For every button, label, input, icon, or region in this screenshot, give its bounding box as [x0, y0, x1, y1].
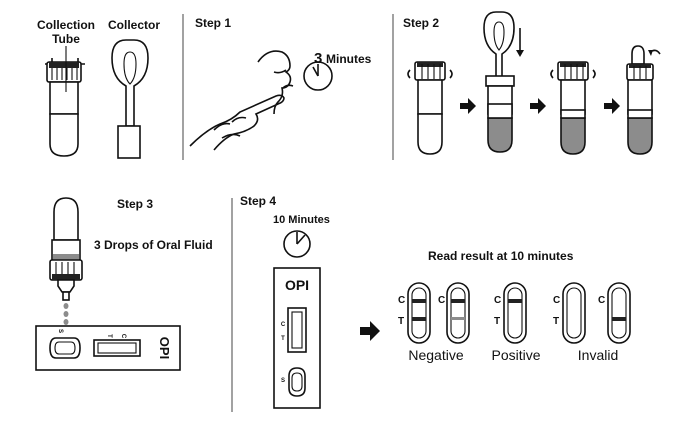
result-c-label-5: C [598, 295, 605, 306]
collector-label: Collector [108, 18, 160, 32]
step4-vertical-cassette [273, 267, 321, 409]
step1-time-number: 3 [314, 50, 322, 67]
result-c-label-3: C [494, 295, 501, 306]
step4-cassette-name: OPI [285, 277, 309, 293]
result-t-label-3: T [494, 316, 500, 327]
result-positive-label: Positive [491, 347, 540, 363]
result-c-label-1: C [398, 295, 405, 306]
step4-label: Step 4 [240, 194, 276, 208]
result-negative-label: Negative [408, 347, 463, 363]
result-t-label-1: T [398, 316, 404, 327]
step4-clock-icon [283, 230, 311, 258]
step3-cassette-c-label: C [120, 334, 126, 339]
step3-inverted-tube-illustration [49, 197, 83, 301]
result-negative-window-2 [446, 282, 470, 344]
step1-label: Step 1 [195, 16, 231, 30]
result-c-label-2: C [438, 295, 445, 306]
step2-arrow-2 [530, 98, 546, 114]
step1-clock-icon [303, 61, 333, 91]
step4-cassette-c-label: C [281, 322, 286, 328]
step2-tube-open-illustration [407, 61, 453, 155]
step3-drops-label: 3 Drops of Oral Fluid [94, 238, 213, 252]
step2-tube-close-illustration [550, 61, 596, 155]
collector-illustration [111, 39, 149, 159]
collection-tube-label-1: Collection [37, 18, 95, 32]
collection-tube-label-2: Tube [52, 32, 80, 46]
step3-cassette-t-label: T [106, 334, 112, 338]
step1-face-and-hand-illustration [189, 50, 294, 151]
step3-cassette-s-label: S [57, 329, 63, 333]
step4-cassette-s-label: S [281, 378, 285, 384]
step2-collector-into-tube-illustration [483, 11, 524, 153]
step2-arrow-1 [460, 98, 476, 114]
result-negative-window-1 [407, 282, 431, 344]
read-result-label: Read result at 10 minutes [428, 249, 574, 263]
collection-tube-illustration [45, 46, 85, 157]
step4-cassette-t-label: T [281, 336, 285, 342]
step4-time-label: 10 Minutes [273, 214, 330, 226]
step3-cassette-name: OPI [157, 337, 172, 359]
result-c-label-4: C [553, 295, 560, 306]
step1-time-unit: Minutes [326, 52, 372, 66]
step2-tube-cap-illustration [626, 45, 661, 155]
step3-test-cassette [35, 325, 181, 371]
result-invalid-window-2 [607, 282, 631, 344]
step4-arrow [360, 321, 380, 341]
result-invalid-label: Invalid [578, 347, 618, 363]
result-t-label-4: T [553, 316, 559, 327]
step2-label: Step 2 [403, 16, 439, 30]
step3-drops [63, 303, 69, 325]
result-invalid-window-1 [562, 282, 586, 344]
result-positive-window [503, 282, 527, 344]
step2-arrow-3 [604, 98, 620, 114]
step3-label: Step 3 [117, 197, 153, 211]
